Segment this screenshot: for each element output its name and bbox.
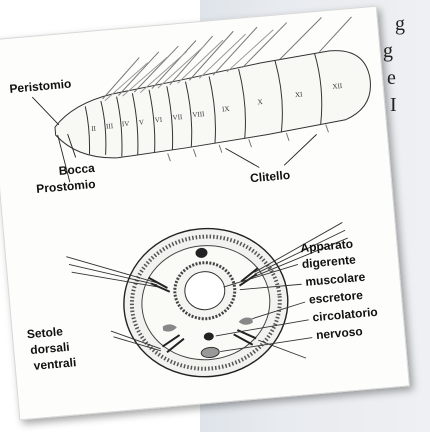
label-nervoso: nervoso	[315, 324, 363, 342]
worm-body	[47, 14, 375, 171]
text-line: I	[390, 92, 430, 119]
segment-label: VIII	[192, 110, 205, 119]
label-muscolare: muscolare	[305, 270, 366, 289]
label-setole: Setole	[26, 324, 63, 341]
label-dorsali: dorsali	[30, 340, 70, 357]
earthworm-diagram: II III IV V VI VII VIII IX X XI XII Peri…	[0, 7, 409, 420]
segment-label: III	[106, 122, 114, 131]
segment-label: X	[257, 98, 263, 106]
segment-label: IX	[222, 105, 230, 114]
text-line: e	[387, 65, 430, 92]
label-ventrali: ventrali	[33, 355, 77, 373]
label-clitello: Clitello	[250, 168, 291, 185]
label-peristomio: Peristomio	[9, 77, 72, 96]
label-bocca: Bocca	[58, 161, 95, 178]
label-circolatorio: circolatorio	[312, 305, 378, 325]
label-prostomio: Prostomio	[36, 177, 96, 196]
segment-label: VI	[154, 116, 163, 125]
segment-label: V	[139, 118, 145, 126]
segment-label: XII	[332, 82, 343, 91]
label-escretore: escretore	[308, 288, 363, 307]
text-line: g	[395, 11, 430, 38]
page-text-fragment: g g e I	[395, 0, 430, 119]
earthworm-anatomy-card: II III IV V VI VII VIII IX X XI XII Peri…	[0, 6, 410, 421]
cross-section	[118, 222, 294, 384]
segment-label: XI	[295, 90, 304, 99]
label-digerente: digerente	[301, 252, 356, 271]
segment-label: IV	[122, 120, 130, 129]
segment-label: VII	[172, 113, 183, 122]
text-line: g	[383, 38, 430, 65]
